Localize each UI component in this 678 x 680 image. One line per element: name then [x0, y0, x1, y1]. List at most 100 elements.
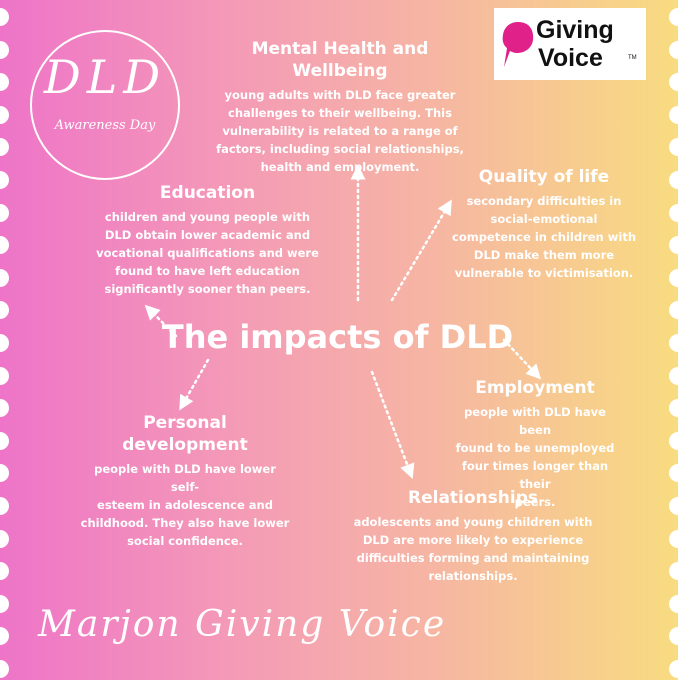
body-line: adolescents and young children with [353, 515, 593, 529]
edge-dot [0, 236, 9, 255]
edge-dot [669, 236, 678, 255]
body-line: peers. [514, 495, 556, 509]
edge-dot [0, 562, 9, 581]
body-line: vulnerability is related to a range of [222, 124, 458, 138]
edge-dot [0, 268, 9, 287]
edge-dot [0, 366, 9, 385]
edge-dot [669, 203, 678, 222]
body-line: people with DLD have been [464, 405, 606, 437]
body-line: difficulties forming and maintaining [356, 551, 590, 565]
section-title: Mental Health and Wellbeing [251, 39, 429, 81]
seal-title: DLD [43, 50, 167, 104]
edge-dot [0, 431, 9, 450]
body-line: children and young people with [104, 210, 311, 224]
trademark-mark: TM [628, 55, 637, 61]
section-body: people with DLD have been found to be un… [450, 403, 620, 511]
edge-dot [669, 497, 678, 515]
edge-dot [0, 464, 9, 483]
section-title: Education [159, 183, 256, 203]
edge-dot [0, 301, 9, 320]
section-education: Education children and young people with… [90, 182, 325, 298]
arrow-to-personal-development [179, 358, 210, 411]
body-line: childhood. They also have lower [80, 516, 290, 530]
edge-dot [669, 399, 678, 418]
section-body: young adults with DLD face greater chall… [205, 86, 475, 176]
edge-dot [669, 138, 678, 157]
seal-subtitle: Awareness Day [54, 118, 156, 133]
section-body: people with DLD have lower self- esteem … [80, 460, 290, 550]
section-title: Personal development [122, 413, 248, 455]
body-line: DLD are more likely to experience [362, 533, 584, 547]
body-line: four times longer than their [461, 459, 609, 491]
body-line: competence in children with [452, 230, 636, 244]
body-line: relationships. [428, 569, 518, 583]
right-edge-dots [658, 0, 678, 680]
arrow-to-quality-of-life [390, 199, 452, 302]
body-line: people with DLD have lower self- [94, 462, 276, 494]
edge-dot [669, 366, 678, 385]
body-line: found to have left education [115, 264, 300, 278]
edge-dot [669, 105, 678, 124]
body-line: DLD obtain lower academic and [104, 228, 311, 242]
section-title: Relationships [408, 488, 538, 508]
edge-dot [0, 497, 9, 515]
edge-dot [669, 594, 678, 613]
edge-dot [0, 8, 9, 26]
section-employment: Employment people with DLD have been fou… [450, 377, 620, 511]
edge-dot [0, 203, 9, 222]
edge-dot [669, 562, 678, 581]
edge-dot [669, 40, 678, 59]
section-body: children and young people with DLD obtai… [90, 208, 325, 298]
body-line: significantly sooner than peers. [104, 282, 311, 296]
arrow-to-employment [502, 338, 542, 380]
body-line: health and employment. [260, 160, 420, 174]
edge-dot [0, 334, 9, 352]
body-line: young adults with DLD face greater [224, 88, 456, 102]
arrow-to-education [144, 304, 178, 338]
edge-dot [669, 268, 678, 287]
section-personal-development: Personal development people with DLD hav… [80, 412, 290, 550]
speech-bubble-icon [502, 22, 534, 67]
section-title: Employment [475, 378, 595, 398]
edge-dot [0, 529, 9, 548]
left-edge-dots [0, 0, 20, 680]
edge-dot [669, 660, 678, 678]
center-title: The impacts of DLD [161, 318, 514, 356]
section-mental-health: Mental Health and Wellbeing young adults… [205, 38, 475, 176]
edge-dot [0, 138, 9, 157]
dld-awareness-day-seal: DLD Awareness Day [30, 30, 180, 180]
giving-voice-logo: Giving Voice TM [494, 8, 646, 80]
edge-dot [669, 627, 678, 646]
edge-dot [0, 594, 9, 613]
edge-dot [669, 171, 678, 189]
body-line: social confidence. [127, 534, 243, 548]
edge-dot [0, 399, 9, 418]
edge-dot [669, 464, 678, 483]
edge-dot [669, 73, 678, 92]
edge-dot [0, 105, 9, 124]
body-line: vulnerable to victimisation. [454, 266, 634, 280]
edge-dot [669, 334, 678, 352]
body-line: secondary difficulties in [466, 194, 622, 208]
edge-dot [669, 8, 678, 26]
logo-line-1: Giving [536, 16, 614, 44]
marjon-giving-voice-signature: Marjon Giving Voice [38, 604, 447, 645]
edge-dot [0, 40, 9, 59]
edge-dot [669, 301, 678, 320]
logo-wordmark: Giving Voice [536, 16, 614, 72]
section-title: Quality of life [478, 167, 610, 187]
section-quality-of-life: Quality of life secondary difficulties i… [450, 166, 638, 282]
edge-dot [0, 171, 9, 189]
body-line: found to be unemployed [455, 441, 615, 455]
body-line: challenges to their wellbeing. This [228, 106, 452, 120]
body-line: esteem in adolescence and [97, 498, 273, 512]
section-relationships: Relationships adolescents and young chil… [345, 487, 601, 585]
body-line: factors, including social relationships, [216, 142, 464, 156]
edge-dot [669, 529, 678, 548]
section-body: adolescents and young children with DLD … [345, 513, 601, 585]
logo-line-2: Voice [538, 44, 603, 72]
arrow-to-relationships [370, 370, 415, 480]
edge-dot [669, 431, 678, 450]
